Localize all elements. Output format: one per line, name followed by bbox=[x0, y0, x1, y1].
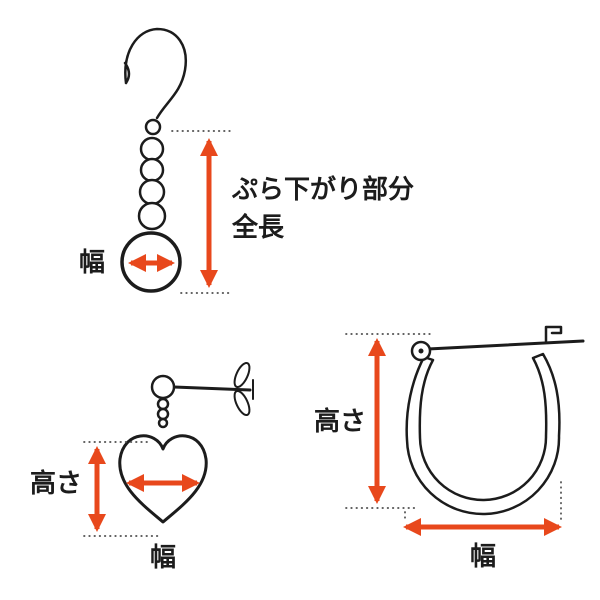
width-label: 幅 bbox=[150, 543, 176, 573]
bead bbox=[157, 417, 169, 429]
height-label: 高さ bbox=[314, 406, 366, 437]
latch-wire bbox=[426, 339, 585, 351]
connector-loop bbox=[144, 118, 162, 136]
length-label-line1: ぷら下がり部分 bbox=[231, 174, 414, 205]
hinge-pin bbox=[418, 348, 424, 354]
ring-charm bbox=[120, 231, 182, 293]
heart-charm bbox=[118, 434, 208, 524]
height-label: 高さ bbox=[30, 468, 82, 499]
dangle-earring: 幅 ぷら下がり部分 全長 bbox=[79, 27, 414, 294]
heart-stud-earring: 高さ 幅 bbox=[30, 361, 254, 573]
bead bbox=[137, 201, 167, 231]
clutch-wing-top bbox=[233, 361, 251, 389]
earring-post bbox=[172, 385, 252, 392]
bead bbox=[139, 136, 165, 162]
stud-ball bbox=[150, 374, 176, 400]
bead bbox=[138, 178, 166, 206]
width-label: 幅 bbox=[79, 248, 105, 278]
bead bbox=[156, 407, 170, 421]
hoop-body bbox=[405, 352, 561, 516]
hoop-earring: 高さ 幅 bbox=[314, 325, 585, 572]
bead bbox=[156, 397, 170, 411]
clutch-wing-bottom bbox=[233, 389, 251, 417]
latch-catch bbox=[544, 325, 563, 343]
bead bbox=[139, 157, 165, 183]
width-label: 幅 bbox=[470, 542, 496, 572]
length-label-line2: 全長 bbox=[231, 212, 285, 243]
ear-hook-wire bbox=[123, 27, 188, 120]
